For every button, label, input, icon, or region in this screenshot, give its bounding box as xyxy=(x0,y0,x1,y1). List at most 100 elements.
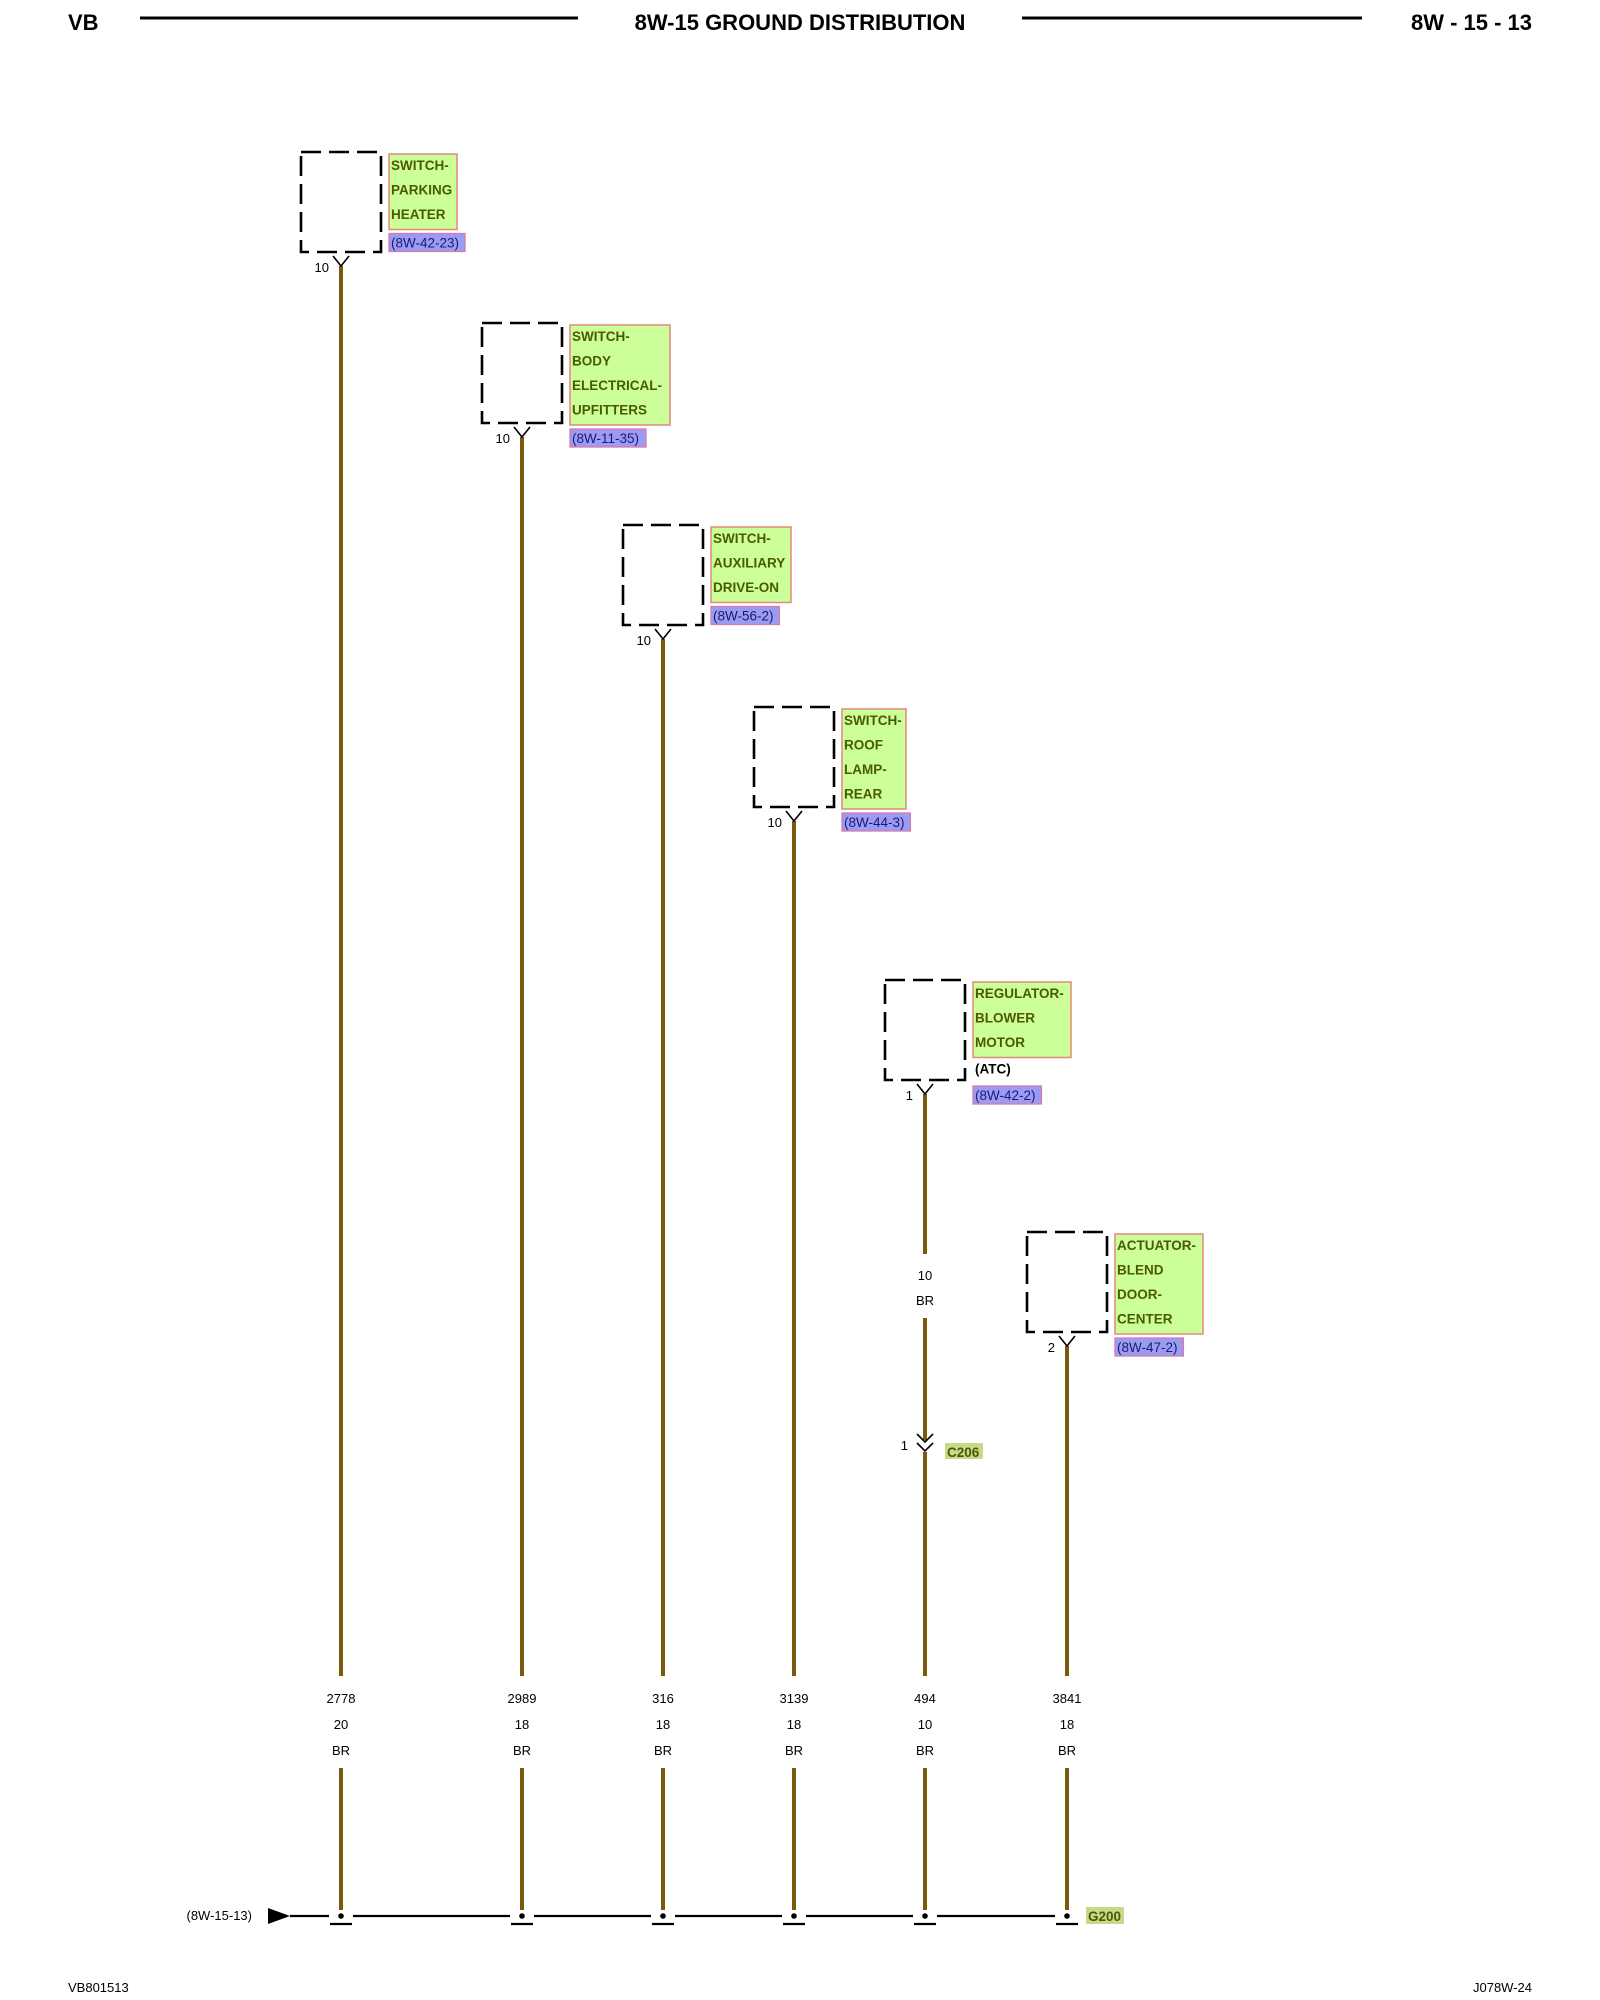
wire-gauge: 20 xyxy=(334,1717,348,1732)
components-layer: SWITCH-PARKINGHEATER(8W-42-23)10SWITCH-B… xyxy=(299,150,1204,1357)
pin-terminal-icon xyxy=(785,810,803,823)
pin-number: 1 xyxy=(906,1088,913,1103)
inline-wire-gauge: 10 xyxy=(918,1268,932,1283)
splice-node xyxy=(1055,1911,1079,1926)
ground-label-box xyxy=(1086,1907,1124,1924)
component-label-box xyxy=(1114,1233,1204,1335)
inline-wire-color: BR xyxy=(916,1293,934,1308)
footer-right: J078W-24 xyxy=(1473,1980,1532,1995)
component-label-line: SWITCH- xyxy=(391,158,449,173)
component-label-line: DOOR- xyxy=(1117,1287,1162,1302)
pin-number: 2 xyxy=(1048,1340,1055,1355)
connector-c206-icon xyxy=(916,1433,934,1453)
component-ref-link[interactable]: (8W-42-2) xyxy=(975,1088,1036,1103)
wire-gauge: 10 xyxy=(918,1717,932,1732)
component-ref-link[interactable]: (8W-56-2) xyxy=(713,609,774,624)
ground-bus-layer: (8W-15-13) G200 xyxy=(186,1907,1124,1926)
component-ref-box xyxy=(972,1085,1043,1105)
wire-gauge: 18 xyxy=(1060,1717,1074,1732)
component-box xyxy=(299,150,383,254)
component-label-line: DRIVE-ON xyxy=(713,580,779,595)
component-label-line: ROOF xyxy=(844,738,883,753)
component-box xyxy=(752,705,836,809)
wire-color: BR xyxy=(785,1743,803,1758)
bus-arrow-icon xyxy=(268,1908,290,1924)
header-left: VB xyxy=(68,10,99,35)
splice-node xyxy=(913,1911,937,1926)
wire-circuit: 3841 xyxy=(1053,1691,1082,1706)
component-ref-box xyxy=(569,428,647,448)
wire-gauge: 18 xyxy=(787,1717,801,1732)
splice-dot xyxy=(791,1913,797,1919)
splice-node xyxy=(510,1911,534,1926)
component-box xyxy=(621,523,705,627)
component-label-box xyxy=(569,324,671,426)
component-ref-link[interactable]: (8W-44-3) xyxy=(844,815,905,830)
pin-terminal-icon xyxy=(332,255,350,268)
connector-label-box xyxy=(945,1443,983,1459)
header-right: 8W - 15 - 13 xyxy=(1411,10,1532,35)
component-label-line: ACTUATOR- xyxy=(1117,1238,1196,1253)
wire-color: BR xyxy=(332,1743,350,1758)
component-label-box xyxy=(841,708,907,810)
wire-circuit: 2989 xyxy=(508,1691,537,1706)
splice-node xyxy=(329,1911,353,1926)
wire-gauge: 18 xyxy=(515,1717,529,1732)
wire-color: BR xyxy=(513,1743,531,1758)
component-label-line: BODY xyxy=(572,354,611,369)
component-label-line: REGULATOR- xyxy=(975,986,1064,1001)
pin-terminal-icon xyxy=(654,628,672,641)
component-label-line: ELECTRICAL- xyxy=(572,378,662,393)
wire-circuit: 316 xyxy=(652,1691,674,1706)
pin-number: 10 xyxy=(637,633,651,648)
wire-color: BR xyxy=(1058,1743,1076,1758)
component-label-line: UPFITTERS xyxy=(572,403,647,418)
connector-name: C206 xyxy=(947,1445,980,1460)
component-label-line: AUXILIARY xyxy=(713,556,785,571)
pin-terminal-icon xyxy=(916,1083,934,1096)
component-label-line: BLOWER xyxy=(975,1011,1035,1026)
wire-circuit: 3139 xyxy=(780,1691,809,1706)
component-ref-link[interactable]: (8W-42-23) xyxy=(391,236,459,251)
component-label-line: MOTOR xyxy=(975,1035,1025,1050)
ground-name: G200 xyxy=(1088,1909,1121,1924)
splice-dot xyxy=(519,1913,525,1919)
pin-terminal-icon xyxy=(1058,1335,1076,1348)
splice-dot xyxy=(660,1913,666,1919)
component-ref-box xyxy=(388,232,466,253)
component-ref-box xyxy=(710,605,781,626)
component-label-box xyxy=(710,526,792,604)
component-ref-link[interactable]: (8W-11-35) xyxy=(572,431,639,446)
component-ref-link[interactable]: (8W-47-2) xyxy=(1117,1340,1178,1355)
component-box xyxy=(883,978,967,1082)
component-label-line: CENTER xyxy=(1117,1312,1173,1327)
bus-ref-link[interactable]: (8W-15-13) xyxy=(186,1908,252,1923)
component-ref-box xyxy=(1114,1337,1185,1357)
page-title: 8W-15 GROUND DISTRIBUTION xyxy=(635,10,966,35)
component-label-line: SWITCH- xyxy=(572,329,630,344)
wire-circuit: 494 xyxy=(914,1691,936,1706)
pin-number: 10 xyxy=(768,815,782,830)
pin-number: 10 xyxy=(315,260,329,275)
component-ref-box xyxy=(841,812,912,832)
wire-color: BR xyxy=(916,1743,934,1758)
wire-color: BR xyxy=(654,1743,672,1758)
pin-terminal-icon xyxy=(513,426,531,439)
wire-gauge: 18 xyxy=(656,1717,670,1732)
splice-dot xyxy=(338,1913,344,1919)
component-box xyxy=(480,321,564,425)
pin-number: 10 xyxy=(496,431,510,446)
footer-left: VB801513 xyxy=(68,1980,129,1995)
splice-node xyxy=(782,1911,806,1926)
component-2: SWITCH- BODY ELECTRICAL- UPFITTERS (8W-11-35… xyxy=(480,321,671,448)
